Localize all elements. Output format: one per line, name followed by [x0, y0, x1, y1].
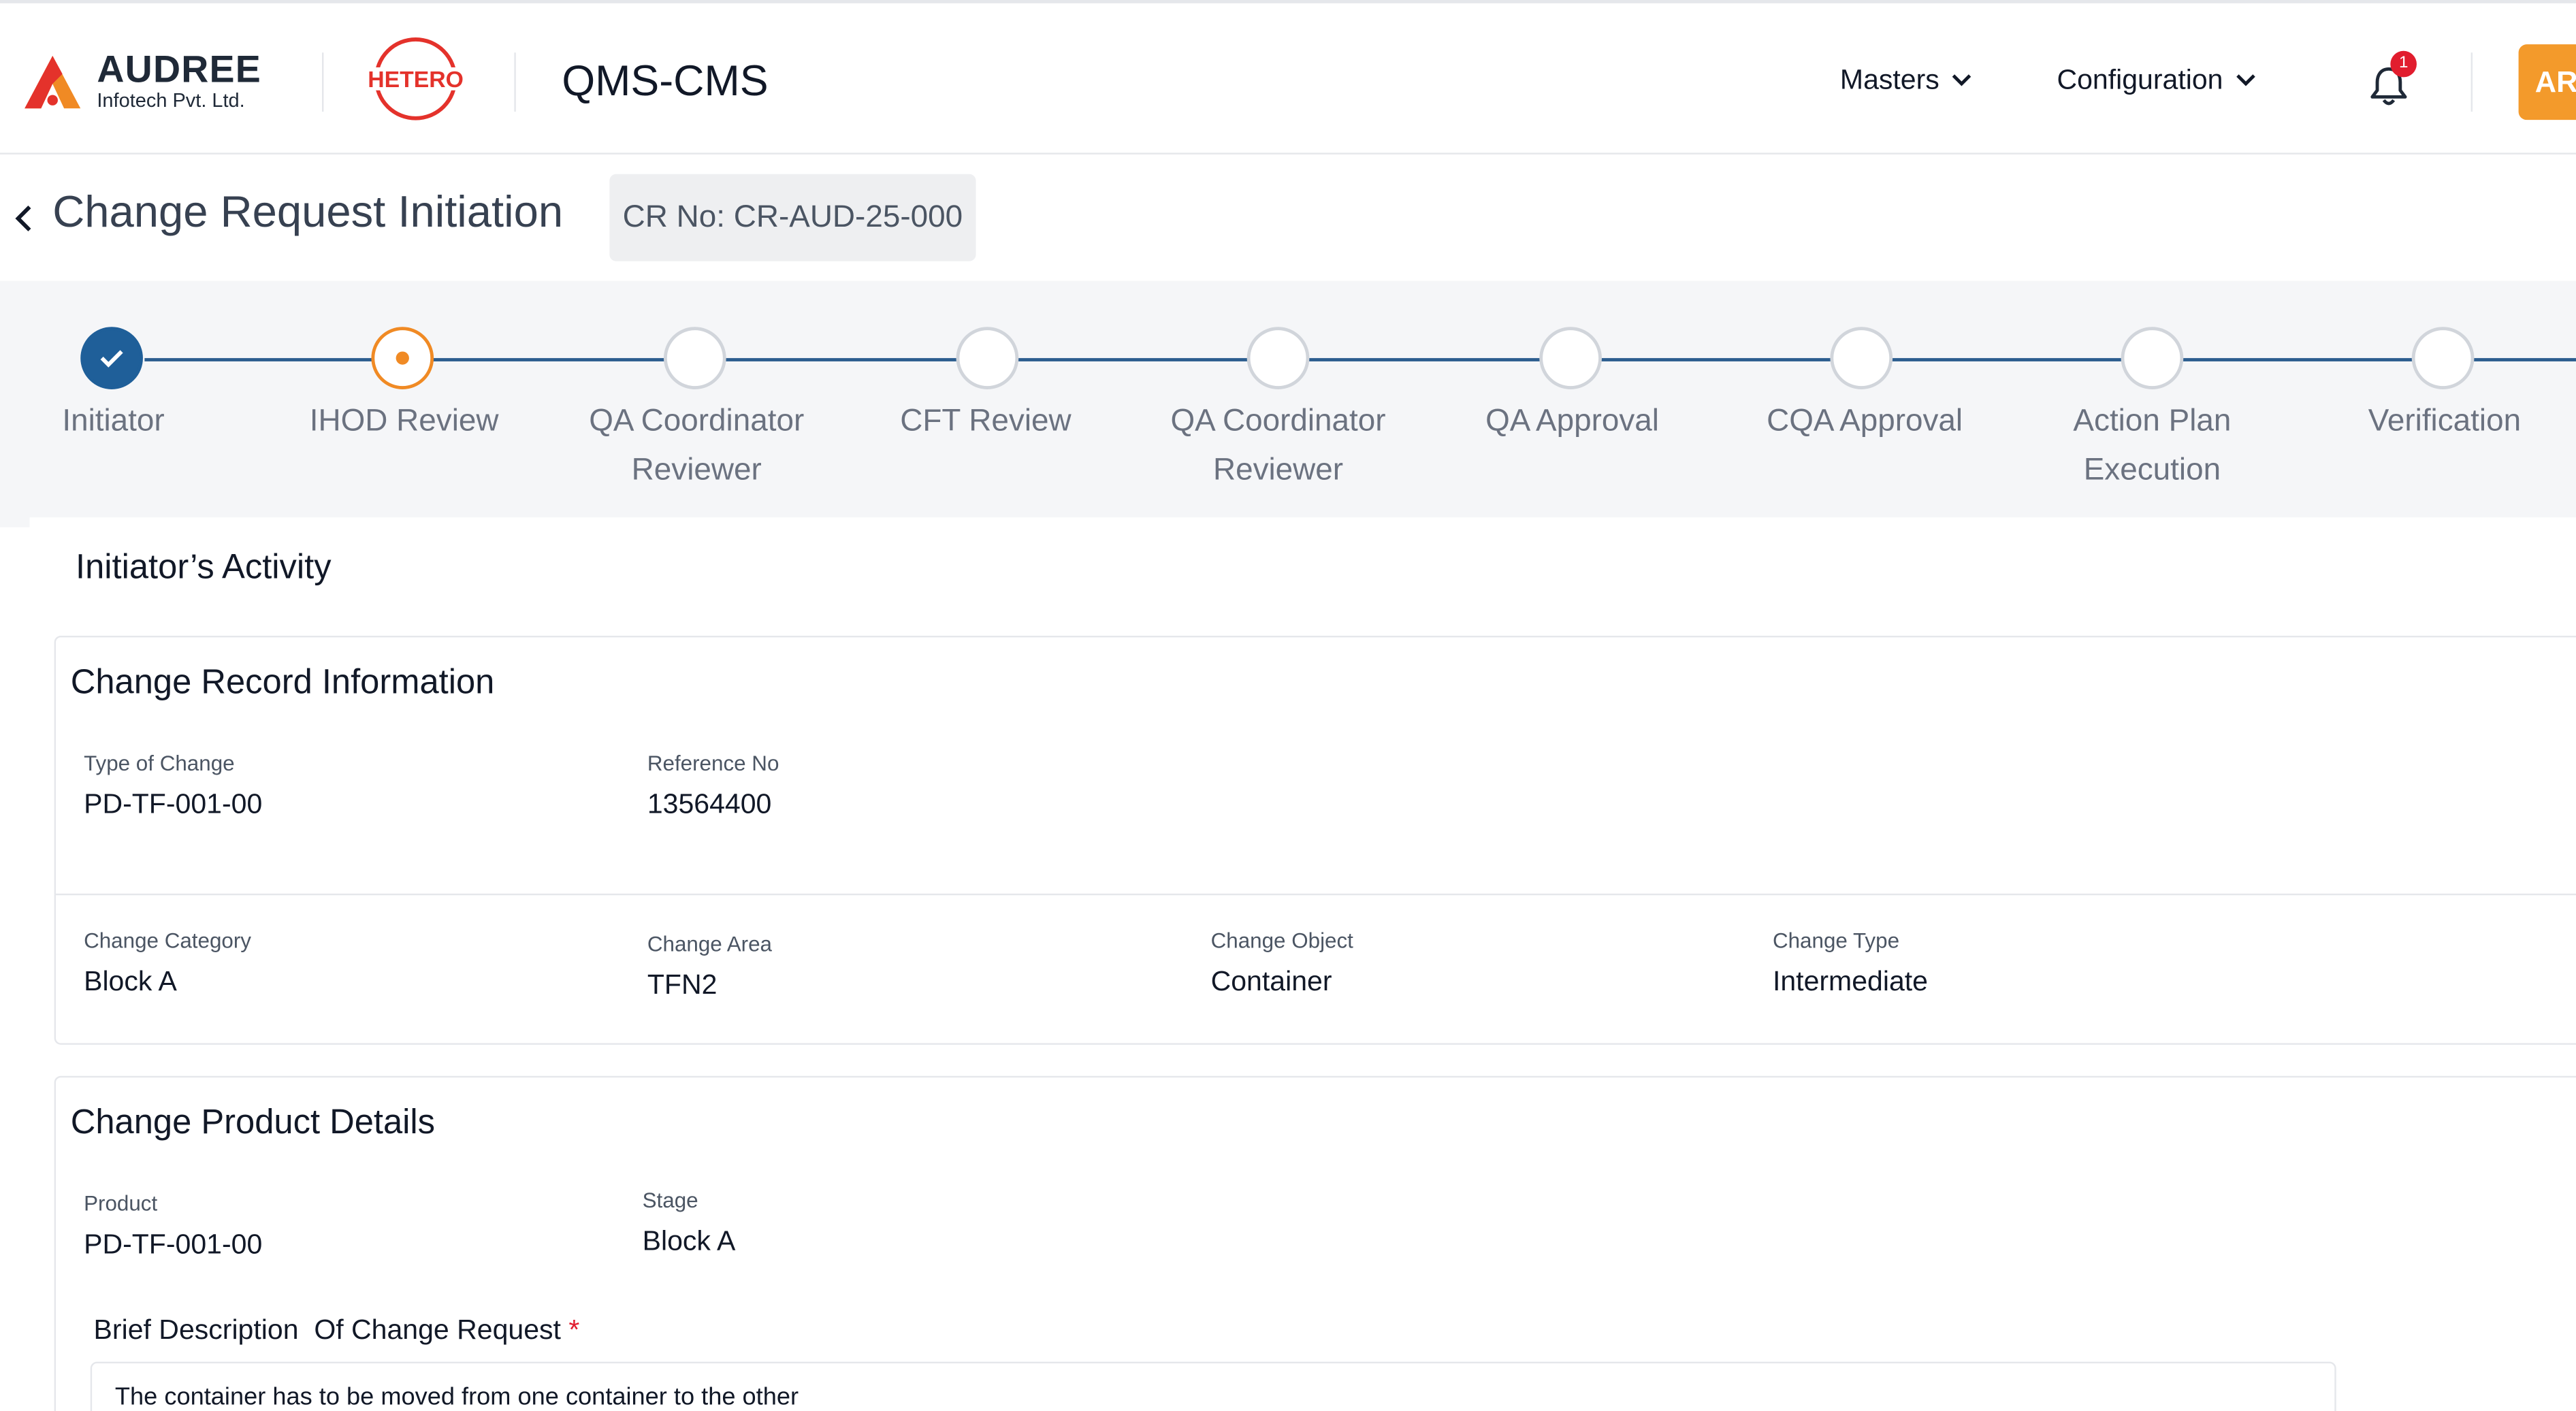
type-of-change-value: PD-TF-001-00: [84, 788, 263, 820]
check-icon: [100, 350, 123, 368]
stepper-line: [144, 358, 2576, 361]
nav-masters-label: Masters: [1839, 64, 1939, 95]
stage-value: Block A: [642, 1225, 736, 1257]
step-cqa-approval[interactable]: [1830, 327, 1893, 389]
change-record-panel: [54, 635, 2576, 1045]
change-category-label: Change Category: [84, 928, 252, 953]
brand-name: AUDREE: [97, 47, 262, 91]
header-divider: [322, 52, 324, 112]
top-header: AUDREE Infotech Pvt. Ltd. HETERO QMS-CMS…: [0, 0, 2576, 155]
stage-label: Stage: [642, 1187, 698, 1213]
brief-description-label: Brief Description Of Change Request *: [94, 1314, 580, 1347]
change-product-panel: [54, 1075, 2576, 1411]
step-label: Verification: [2368, 404, 2522, 439]
cr-number-chip: CR No: CR-AUD-25-000: [609, 174, 976, 261]
change-object-label: Change Object: [1210, 928, 1353, 953]
step-qa-approval[interactable]: [1539, 327, 1602, 389]
step-label: IHOD Review: [309, 404, 499, 439]
step-initiator[interactable]: [80, 327, 143, 389]
activity-title: Initiator’s Activity: [76, 549, 332, 587]
nav-masters[interactable]: Masters: [1840, 64, 1972, 97]
notification-badge: 1: [2390, 50, 2417, 78]
brief-description-field[interactable]: [90, 1361, 2336, 1411]
audree-logo-icon: [25, 56, 81, 109]
chevron-down-icon: [1952, 74, 1972, 86]
change-product-title: Change Product Details: [70, 1103, 436, 1142]
hetero-logo-text: HETERO: [368, 67, 464, 93]
brand-subtitle: Infotech Pvt. Ltd.: [97, 88, 245, 112]
reference-no-label: Reference No: [647, 750, 779, 776]
step-qa-coordinator-reviewer[interactable]: [663, 327, 726, 389]
step-qa-coordinator-reviewer-2[interactable]: [1246, 327, 1310, 389]
change-area-value: TFN2: [647, 969, 718, 1001]
brief-description-value: The container has to be moved from one c…: [114, 1382, 799, 1411]
change-object-value: Container: [1210, 966, 1332, 997]
step-label: Initiator: [62, 404, 165, 439]
chevron-down-icon: [2236, 74, 2256, 86]
change-type-value: Intermediate: [1772, 966, 1929, 997]
change-category-value: Block A: [84, 966, 177, 997]
type-of-change-label: Type of Change: [84, 750, 235, 776]
back-arrow-icon[interactable]: [13, 202, 36, 235]
hetero-logo: HETERO: [364, 37, 467, 120]
step-label: QA Approval: [1485, 404, 1659, 439]
page-title: Change Request Initiation: [52, 187, 564, 237]
change-type-label: Change Type: [1772, 928, 1900, 953]
step-label: CFT Review: [900, 404, 1072, 439]
step-cft-review[interactable]: [956, 327, 1019, 389]
user-avatar[interactable]: AR: [2518, 44, 2576, 120]
step-verification[interactable]: [2411, 327, 2475, 389]
product-value: PD-TF-001-00: [84, 1229, 263, 1261]
brief-description-label-text: Brief Description Of Change Request: [93, 1314, 561, 1346]
header-divider: [514, 52, 516, 112]
nav-configuration-label: Configuration: [2057, 64, 2223, 95]
app-title: QMS-CMS: [562, 56, 769, 106]
step-action-plan-execution[interactable]: [2121, 327, 2184, 389]
nav-configuration[interactable]: Configuration: [2057, 64, 2256, 97]
change-area-label: Change Area: [647, 931, 773, 956]
product-label: Product: [84, 1190, 158, 1216]
required-mark: *: [568, 1314, 580, 1346]
header-divider: [2470, 52, 2473, 112]
step-label: CQA Approval: [1767, 404, 1963, 439]
change-record-title: Change Record Information: [70, 663, 495, 702]
section-divider: [56, 893, 2576, 896]
step-ihod-review[interactable]: [371, 327, 434, 389]
reference-no-value: 13564400: [647, 788, 772, 820]
current-dot-icon: [396, 351, 409, 365]
